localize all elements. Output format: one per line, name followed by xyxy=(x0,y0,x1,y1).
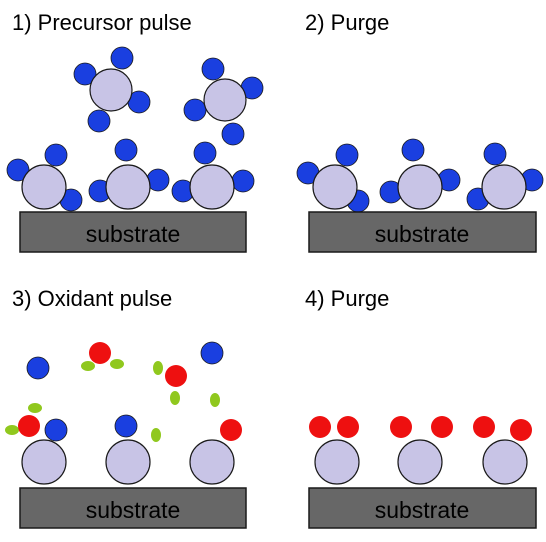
adsorbed-molecule xyxy=(466,142,544,211)
ligand-atom xyxy=(114,138,138,162)
panel-title: 2) Purge xyxy=(305,10,389,35)
byproduct-atom xyxy=(5,425,19,435)
oxygen-atom xyxy=(309,416,331,438)
metal-atom xyxy=(105,439,151,485)
oxidant-byproduct xyxy=(153,361,187,405)
metal-atom xyxy=(89,68,133,112)
metal-atom xyxy=(21,439,67,485)
substrate-label: substrate xyxy=(86,221,181,247)
oxygen-atom xyxy=(473,416,495,438)
oxygen-atom xyxy=(337,416,359,438)
byproduct-atom xyxy=(153,361,163,375)
substrate-label: substrate xyxy=(375,221,470,247)
substrate: substrate xyxy=(19,211,247,253)
byproduct-atom xyxy=(28,403,42,413)
ligand-atom xyxy=(73,62,97,86)
metal-atom xyxy=(189,439,235,485)
byproduct-atom xyxy=(210,393,220,407)
ligand-atom xyxy=(201,57,225,81)
panel-title: 3) Oxidant pulse xyxy=(12,286,172,311)
ligand-atom xyxy=(114,414,138,438)
oxidant-byproduct xyxy=(81,342,124,371)
substrate: substrate xyxy=(308,487,537,529)
panel-precursor-pulse: 1) Precursor pulse xyxy=(6,10,264,253)
substrate-label: substrate xyxy=(86,497,181,523)
ligand-atom xyxy=(200,341,224,365)
ligand-atom xyxy=(26,356,50,380)
surface-site xyxy=(189,419,242,485)
metal-atom xyxy=(314,439,360,485)
metal-atom xyxy=(482,439,528,485)
adsorbed-molecule xyxy=(379,138,461,210)
byproduct-atom xyxy=(81,361,95,371)
surface-site xyxy=(5,415,68,485)
ligand-atom xyxy=(221,122,245,146)
adsorbed-molecule xyxy=(296,143,370,213)
metal-atom xyxy=(189,164,235,210)
oxygen-atom xyxy=(510,419,532,441)
metal-atom xyxy=(105,164,151,210)
panel-title: 4) Purge xyxy=(305,286,389,311)
substrate-block xyxy=(308,487,537,529)
metal-atom xyxy=(397,439,443,485)
surface-site xyxy=(473,416,532,485)
ligand-atom xyxy=(335,143,359,167)
surface-site xyxy=(105,414,151,485)
substrate: substrate xyxy=(308,211,537,253)
metal-atom xyxy=(397,164,443,210)
ligand-atom xyxy=(483,142,507,166)
oxygen-atom xyxy=(431,416,453,438)
ligand-atom xyxy=(87,109,111,133)
byproduct-atom xyxy=(110,359,124,369)
substrate-block xyxy=(19,487,247,529)
ligand-atom xyxy=(231,169,255,193)
oxygen-atom xyxy=(89,342,111,364)
substrate-block xyxy=(19,211,247,253)
panel-purge-2: 4) Purge substrate xyxy=(305,286,537,529)
precursor-molecule xyxy=(73,46,151,133)
panel-title: 1) Precursor pulse xyxy=(12,10,192,35)
byproduct-atom xyxy=(170,391,180,405)
substrate: substrate xyxy=(19,487,247,529)
adsorbed-molecule xyxy=(6,143,83,212)
substrate-label: substrate xyxy=(375,497,470,523)
metal-atom xyxy=(21,164,67,210)
byproduct-atom xyxy=(151,428,161,442)
ligand-atom xyxy=(401,138,425,162)
oxygen-atom xyxy=(220,419,242,441)
panel-oxidant-pulse: 3) Oxidant pulse xyxy=(5,286,247,529)
metal-atom xyxy=(481,164,527,210)
panel-purge-1: 2) Purge substrate xyxy=(296,10,544,253)
precursor-molecule xyxy=(183,57,264,146)
oxygen-atom xyxy=(18,415,40,437)
adsorbed-molecule xyxy=(88,138,170,210)
metal-atom xyxy=(203,78,247,122)
surface-site xyxy=(390,416,453,485)
ligand-atom xyxy=(193,141,217,165)
oxygen-atom xyxy=(390,416,412,438)
ligand-atom xyxy=(44,143,68,167)
oxygen-atom xyxy=(165,365,187,387)
surface-site xyxy=(309,416,360,485)
ligand-atom xyxy=(183,98,207,122)
ligand-atom xyxy=(110,46,134,70)
adsorbed-molecule xyxy=(171,141,255,210)
metal-atom xyxy=(312,164,358,210)
ligand-atom xyxy=(6,158,30,182)
ligand-atom xyxy=(44,418,68,442)
substrate-block xyxy=(308,211,537,253)
